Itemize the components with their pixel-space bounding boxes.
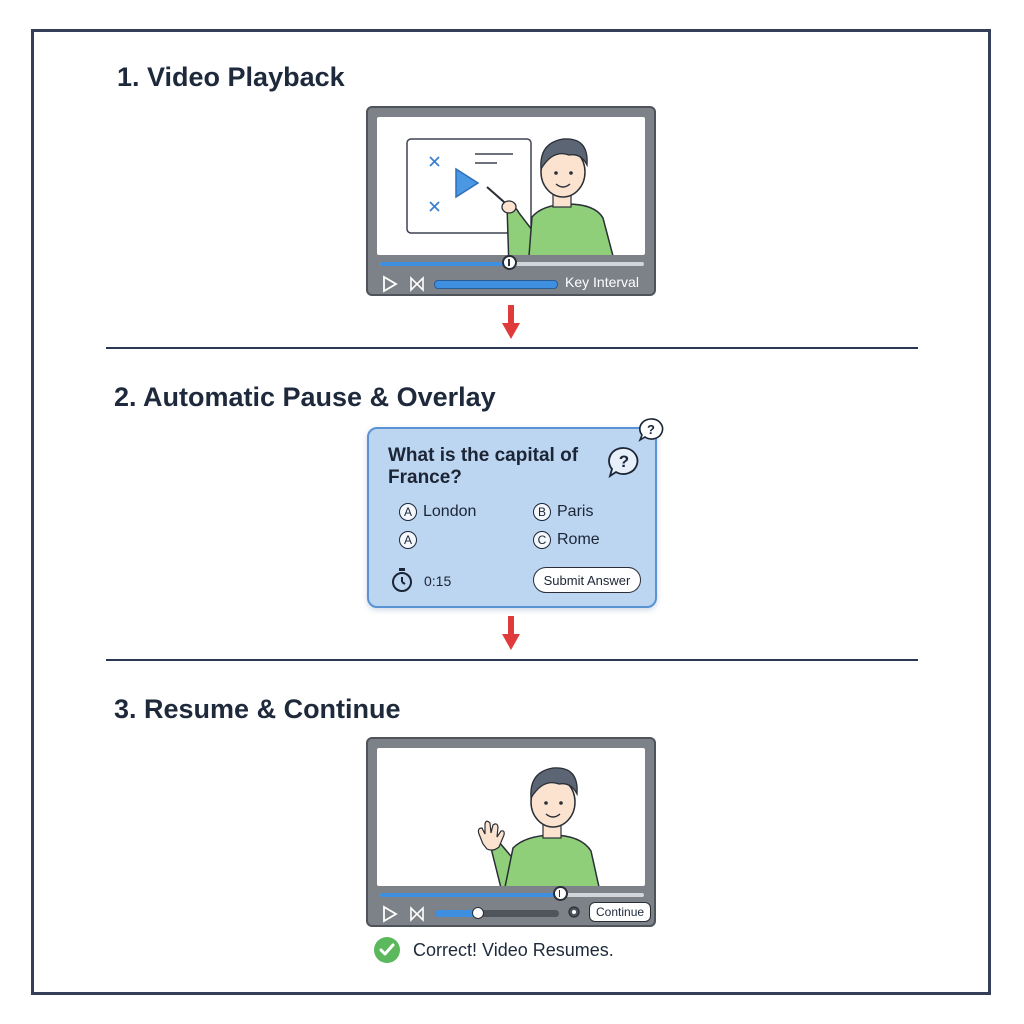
option-text: London [423, 503, 477, 520]
option-letter: C [533, 531, 551, 549]
down-arrow-icon [502, 305, 520, 339]
settings-icon[interactable] [567, 905, 581, 919]
play-triangle-icon [455, 167, 480, 199]
seek-handle[interactable] [502, 255, 518, 270]
svg-text:?: ? [647, 422, 655, 437]
quiz-question: What is the capital of France? [388, 445, 579, 488]
down-arrow-icon [502, 616, 520, 650]
quiz-option-c[interactable]: C Rome [533, 531, 600, 549]
seek-bar[interactable] [380, 255, 644, 270]
person-hair [530, 767, 578, 801]
video-player-2[interactable]: Continue [366, 737, 656, 927]
waving-hand [477, 820, 505, 851]
skip-icon[interactable] [408, 275, 426, 293]
result-text: Correct! Video Resumes. [413, 939, 614, 960]
person-hand [501, 200, 517, 214]
quiz-overlay: What is the capital of France? ? ? A Lon… [367, 418, 664, 608]
step-1-title: 1. Video Playback [117, 62, 345, 92]
continue-button[interactable]: Continue [589, 902, 652, 922]
quiz-option-a[interactable]: A London [399, 503, 476, 521]
lecture-scene [477, 767, 600, 886]
result-message: Correct! Video Resumes. [373, 936, 614, 964]
person-shirt [504, 834, 600, 886]
help-bubble-icon[interactable]: ? [637, 417, 665, 445]
skip-icon[interactable] [408, 905, 426, 923]
check-circle-icon [374, 937, 400, 963]
volume-level [435, 910, 479, 917]
seek-bar-progress [380, 262, 510, 266]
cross-mark-icon [429, 156, 440, 167]
person-hair [540, 138, 588, 172]
step-2-title: 2. Automatic Pause & Overlay [114, 382, 496, 412]
volume-handle[interactable] [472, 907, 485, 919]
option-letter: A [399, 503, 417, 521]
play-icon[interactable] [381, 905, 399, 923]
quiz-option-b[interactable]: B Paris [533, 503, 593, 521]
option-letter: A [399, 531, 417, 549]
video-screen[interactable] [377, 117, 645, 255]
step-3-title: 3. Resume & Continue [114, 694, 401, 724]
submit-answer-button[interactable]: Submit Answer [533, 567, 641, 593]
lecture-scene [406, 138, 614, 255]
speech-bubble-question-icon: ? [608, 447, 639, 479]
option-letter: B [533, 503, 551, 521]
seek-bar[interactable] [380, 886, 644, 901]
option-text: Paris [557, 503, 594, 520]
quiz-option-empty[interactable]: A [399, 531, 423, 549]
seek-handle[interactable] [552, 886, 568, 901]
quiz-timer: 0:15 [424, 573, 452, 589]
section-divider [106, 659, 918, 661]
option-text: Rome [557, 531, 600, 548]
person-shirt [528, 203, 614, 255]
volume-slider[interactable] [435, 907, 559, 919]
diagram-frame [31, 29, 991, 995]
video-screen[interactable] [377, 748, 645, 886]
cross-mark-icon [429, 201, 440, 212]
video-player-1[interactable]: Key Interval [366, 106, 656, 296]
key-interval-label: Key Interval [565, 274, 639, 290]
seek-bar-progress [380, 893, 560, 897]
svg-text:?: ? [619, 452, 629, 471]
section-divider [106, 347, 918, 349]
play-icon[interactable] [381, 275, 399, 293]
stopwatch-icon [392, 568, 412, 592]
key-interval-bar [434, 280, 558, 289]
